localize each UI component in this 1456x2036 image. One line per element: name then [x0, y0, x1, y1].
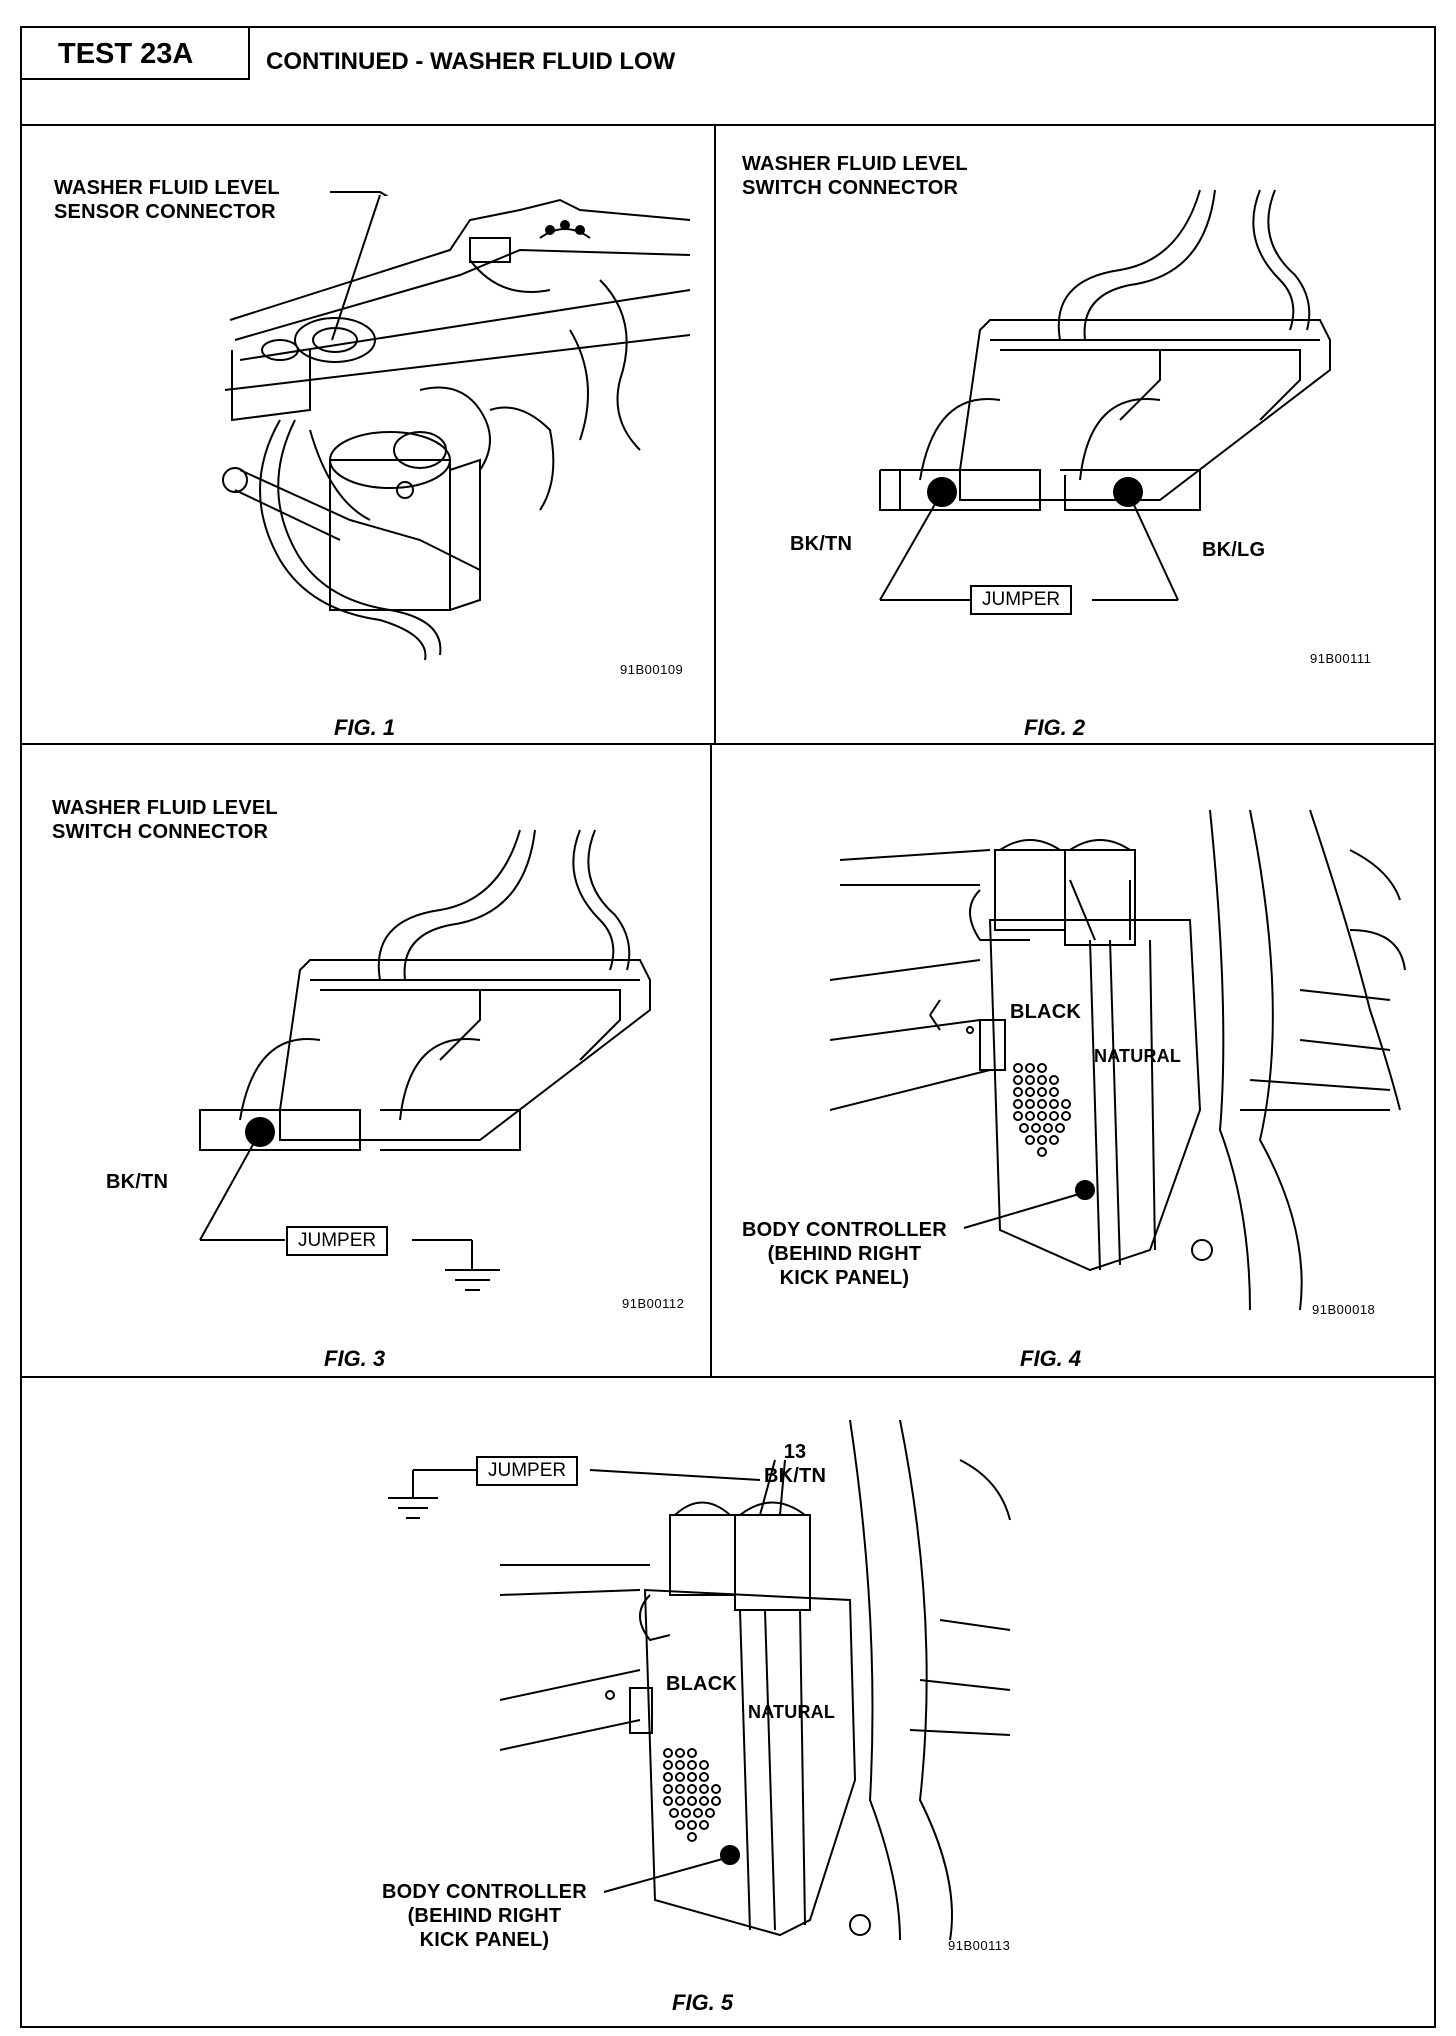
- washer-reservoir-illustration: [222, 191, 691, 661]
- test-label: TEST 23A: [58, 38, 194, 70]
- fig4-controller-label: BODY CONTROLLER (BEHIND RIGHT KICK PANEL…: [742, 1219, 947, 1289]
- fig1-callout-label: WASHER FLUID LEVEL SENSOR CONNECTOR: [54, 177, 280, 223]
- fig2-callout-label: WASHER FLUID LEVEL SWITCH CONNECTOR: [742, 153, 968, 199]
- fig4-black-connector-label: BLACK: [1010, 1001, 1081, 1023]
- fig4-caption: FIG. 4: [1020, 1346, 1082, 1371]
- fig3-callout-label: WASHER FLUID LEVEL SWITCH CONNECTOR: [52, 797, 278, 843]
- fig4-image-code: 91B00018: [1312, 1302, 1376, 1317]
- body-controller-jumper-illustration: [388, 1420, 1011, 1940]
- fig5-controller-label: BODY CONTROLLER (BEHIND RIGHT KICK PANEL…: [382, 1881, 587, 1951]
- column-divider-top: [714, 124, 716, 744]
- body-controller-vent-grid: [1013, 1063, 1071, 1157]
- fig3-wire-label: BK/TN: [106, 1171, 169, 1193]
- fig2-caption: FIG. 2: [1024, 715, 1086, 740]
- fig2-jumper-box: JUMPER: [970, 585, 1073, 615]
- fig3-image-code: 91B00112: [622, 1296, 685, 1311]
- fig5-controller-leader-line: [603, 1857, 727, 1893]
- switch-connector-illustration: [879, 189, 1331, 601]
- fig3-caption: FIG. 3: [324, 1346, 386, 1371]
- row-divider-1: [20, 743, 1436, 745]
- switch-connector-ground-illustration: [199, 829, 651, 1291]
- header-divider: [20, 124, 1436, 126]
- fig2-image-code: 91B00111: [1310, 651, 1372, 666]
- fig5-image-code: 91B00113: [948, 1938, 1011, 1953]
- fig5-jumper-box: JUMPER: [476, 1456, 579, 1486]
- fig5-caption: FIG. 5: [672, 1990, 734, 2015]
- fig1-caption: FIG. 1: [334, 715, 396, 740]
- fig4-controller-leader-line: [963, 1191, 1087, 1229]
- fig2-left-wire-label: BK/TN: [790, 533, 853, 555]
- fig5-vent-grid: [663, 1748, 721, 1842]
- test-label-box: [22, 28, 250, 80]
- column-divider-middle: [710, 743, 712, 1377]
- fig5-black-connector-label: BLACK: [666, 1673, 737, 1695]
- fig5-natural-connector-label: NATURAL: [748, 1702, 836, 1722]
- fig4-natural-connector-label: NATURAL: [1094, 1046, 1182, 1066]
- row-divider-2: [20, 1376, 1436, 1378]
- fig3-jumper-box: JUMPER: [286, 1226, 389, 1256]
- fig1-image-code: 91B00109: [620, 662, 684, 677]
- body-controller-illustration: [830, 810, 1406, 1310]
- page-title: CONTINUED - WASHER FLUID LOW: [266, 48, 676, 75]
- fig5-pin-label: 13 BK/TN: [764, 1441, 827, 1487]
- page-frame: [20, 26, 1436, 2028]
- fig2-right-wire-label: BK/LG: [1202, 539, 1266, 561]
